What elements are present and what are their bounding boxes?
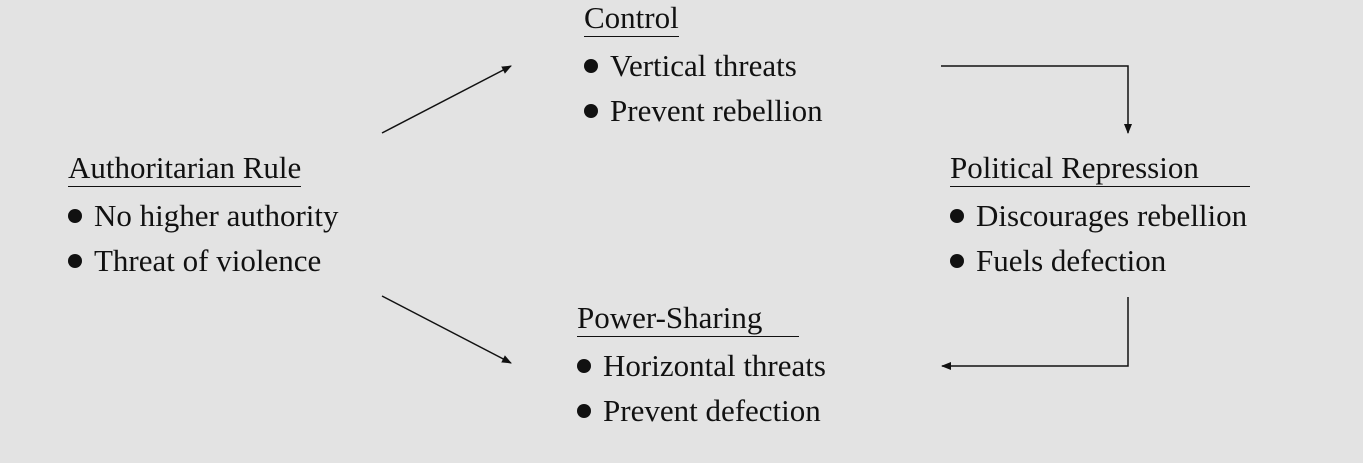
node-control: Control Vertical threats Prevent rebelli… [584, 0, 823, 133]
bullet-dot-icon [68, 209, 82, 223]
bullet-dot-icon [950, 254, 964, 268]
bullet-text: Horizontal threats [603, 348, 826, 383]
bullet-text: Discourages rebellion [976, 198, 1248, 233]
bullet-dot-icon [577, 404, 591, 418]
arrow-auth-to-control [381, 65, 512, 134]
node-political-repression: Political Repression Discourages rebelli… [950, 150, 1250, 283]
bullet-item: No higher authority [68, 193, 339, 238]
bullet-item: Fuels defection [950, 238, 1250, 283]
node-title: Political Repression [950, 150, 1250, 187]
bullet-dot-icon [950, 209, 964, 223]
arrow-auth-to-power-sharing [381, 295, 512, 364]
bullet-item: Prevent rebellion [584, 88, 823, 133]
bullet-item: Prevent defection [577, 388, 826, 433]
bullet-item: Horizontal threats [577, 343, 826, 388]
bullet-text: Prevent rebellion [610, 93, 823, 128]
bullet-text: No higher authority [94, 198, 339, 233]
node-title: Power-Sharing [577, 300, 799, 337]
node-power-sharing: Power-Sharing Horizontal threats Prevent… [577, 300, 826, 433]
bullet-text: Threat of violence [94, 243, 322, 278]
bullet-item: Discourages rebellion [950, 193, 1250, 238]
bullet-text: Fuels defection [976, 243, 1167, 278]
bullet-dot-icon [577, 359, 591, 373]
bullet-dot-icon [68, 254, 82, 268]
bullet-item: Threat of violence [68, 238, 339, 283]
bullet-text: Prevent defection [603, 393, 821, 428]
arrow-repression-to-power-sharing [941, 297, 1129, 370]
node-authoritarian-rule: Authoritarian Rule No higher authority T… [68, 150, 339, 283]
bullet-text: Vertical threats [610, 48, 797, 83]
bullet-dot-icon [584, 59, 598, 73]
node-title: Authoritarian Rule [68, 150, 302, 187]
node-title: Control [584, 0, 679, 37]
bullet-item: Vertical threats [584, 43, 823, 88]
arrow-control-to-repression [941, 65, 1132, 134]
bullet-dot-icon [584, 104, 598, 118]
